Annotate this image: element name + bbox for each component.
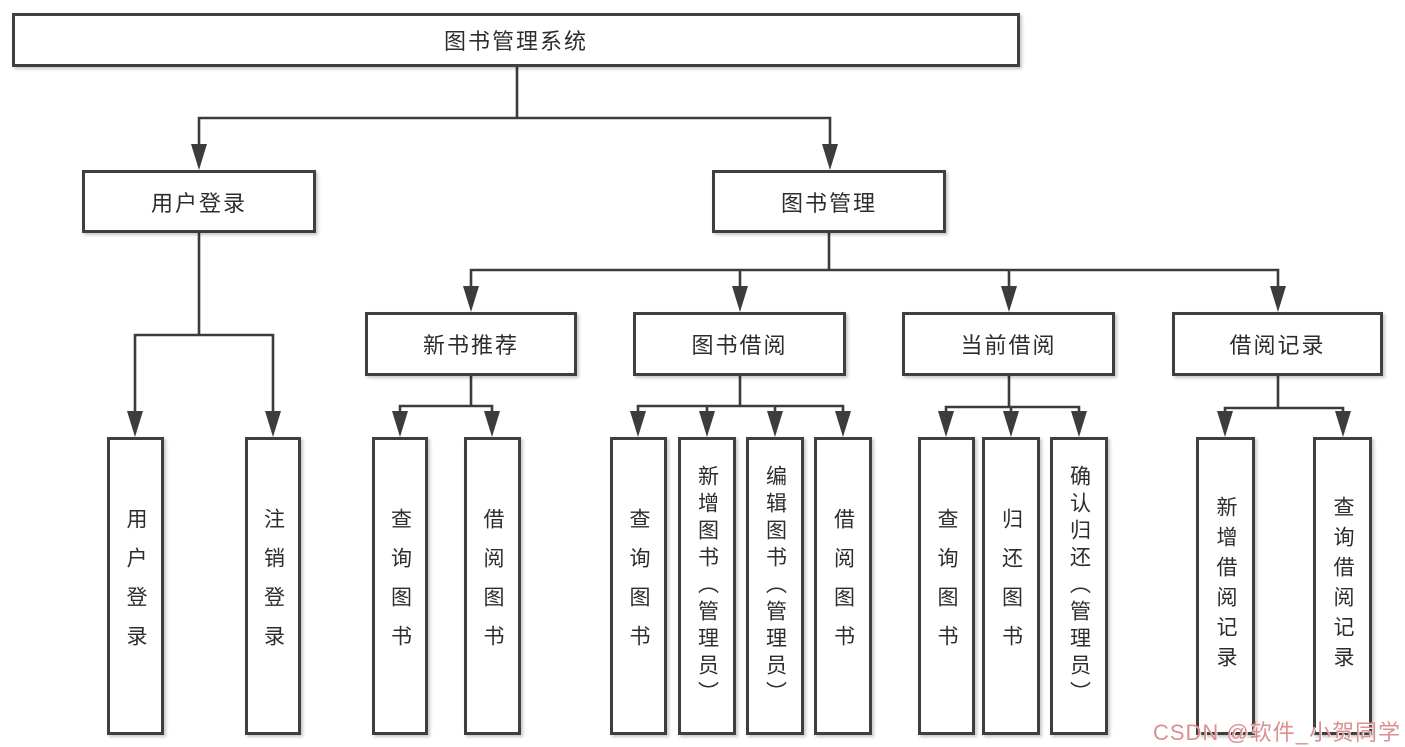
leaf-borrow-book-2-label: 借阅图书 bbox=[831, 508, 855, 664]
leaf-edit-book-admin: 编辑图书（管理员） bbox=[746, 437, 804, 735]
leaf-add-book-admin: 新增图书（管理员） bbox=[678, 437, 736, 735]
node-book-management: 图书管理 bbox=[712, 170, 946, 233]
leaf-query-book-1: 查询图书 bbox=[372, 437, 428, 735]
node-current-borrow: 当前借阅 bbox=[902, 312, 1115, 376]
leaf-return-book: 归还图书 bbox=[982, 437, 1040, 735]
node-borrow-records-label: 借阅记录 bbox=[1229, 333, 1326, 358]
node-book-borrow-label: 图书借阅 bbox=[691, 333, 788, 358]
csdn-watermark: CSDN @软件_小贺同学 bbox=[1152, 720, 1401, 745]
connector-borrow-records bbox=[1217, 376, 1351, 437]
connector-current-borrow bbox=[938, 376, 1087, 437]
node-user-login-label: 用户登录 bbox=[150, 190, 247, 216]
leaf-confirm-return-admin: 确认归还（管理员） bbox=[1050, 437, 1108, 735]
node-root-label: 图书管理系统 bbox=[443, 29, 588, 54]
leaf-borrow-book-1: 借阅图书 bbox=[464, 437, 521, 735]
connector-book-borrow bbox=[630, 376, 851, 437]
node-new-book-recommend: 新书推荐 bbox=[365, 312, 577, 376]
node-root-system: 图书管理系统 bbox=[12, 13, 1020, 67]
leaf-return-book-label: 归还图书 bbox=[999, 508, 1023, 664]
connector-book-management bbox=[463, 233, 1286, 312]
leaf-add-book-admin-label: 新增图书（管理员） bbox=[695, 464, 719, 708]
node-book-borrow: 图书借阅 bbox=[633, 312, 846, 376]
node-user-login: 用户登录 bbox=[82, 170, 316, 233]
connector-new-book bbox=[392, 376, 500, 437]
leaf-user-login-label: 用户登录 bbox=[124, 508, 147, 664]
connector-user-login bbox=[127, 233, 281, 437]
node-new-book-recommend-label: 新书推荐 bbox=[422, 333, 519, 358]
leaf-logout-label: 注销登录 bbox=[261, 508, 285, 664]
connector-root bbox=[191, 67, 838, 170]
leaf-query-book-3: 查询图书 bbox=[918, 437, 975, 735]
leaf-confirm-return-admin-label: 确认归还（管理员） bbox=[1067, 464, 1091, 708]
leaf-edit-book-admin-label: 编辑图书（管理员） bbox=[763, 464, 787, 708]
leaf-query-book-2-label: 查询图书 bbox=[627, 508, 650, 664]
node-current-borrow-label: 当前借阅 bbox=[960, 333, 1057, 358]
leaf-logout: 注销登录 bbox=[245, 437, 301, 735]
node-book-management-label: 图书管理 bbox=[780, 190, 877, 216]
leaf-add-borrow-record: 新增借阅记录 bbox=[1196, 437, 1255, 735]
leaf-user-login: 用户登录 bbox=[107, 437, 164, 735]
leaf-add-borrow-record-label: 新增借阅记录 bbox=[1214, 496, 1237, 676]
leaf-query-book-2: 查询图书 bbox=[610, 437, 667, 735]
leaf-borrow-book-2: 借阅图书 bbox=[814, 437, 872, 735]
leaf-query-book-1-label: 查询图书 bbox=[388, 508, 412, 664]
node-borrow-records: 借阅记录 bbox=[1172, 312, 1383, 376]
leaf-query-borrow-record: 查询借阅记录 bbox=[1313, 437, 1372, 735]
leaf-borrow-book-1-label: 借阅图书 bbox=[481, 508, 504, 664]
leaf-query-book-3-label: 查询图书 bbox=[935, 508, 958, 664]
leaf-query-borrow-record-label: 查询借阅记录 bbox=[1331, 496, 1354, 676]
